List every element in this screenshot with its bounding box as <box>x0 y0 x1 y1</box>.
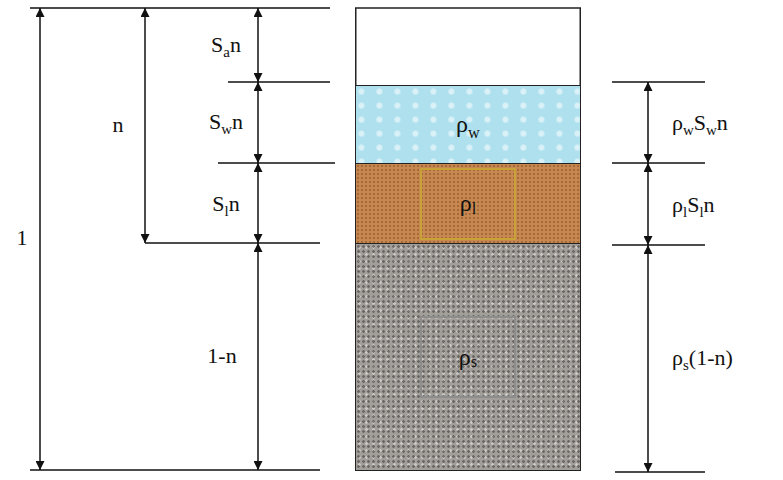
extension-line <box>30 7 330 9</box>
dimension-arrow <box>257 82 259 163</box>
air-phase <box>356 8 581 86</box>
extension-line <box>612 81 705 83</box>
dimension-arrow <box>257 8 259 82</box>
base-text: S <box>694 110 706 135</box>
subscript: a <box>223 44 230 60</box>
subscript: w <box>221 121 232 137</box>
base-text: S <box>212 191 224 216</box>
dimension-value: Sln <box>212 192 239 216</box>
mass-value: ρs(1-n) <box>672 346 733 370</box>
base-text: n <box>230 32 241 57</box>
dimension-value: Swn <box>209 110 243 134</box>
subscript: l <box>699 204 703 220</box>
solid-phase: ρs <box>355 243 581 471</box>
density-symbol: ρw <box>456 111 480 137</box>
subscript: w <box>706 122 717 138</box>
water-phase: ρw <box>355 85 581 164</box>
base-text: 1-n <box>207 343 236 368</box>
dimension-arrow <box>257 163 259 243</box>
base-text: n <box>229 191 240 216</box>
base-text: ρ <box>672 110 683 135</box>
extension-line <box>30 469 320 471</box>
mass-value: ρlSln <box>672 193 715 217</box>
subscript: w <box>468 123 480 142</box>
extension-line <box>228 81 330 83</box>
dimension-arrow <box>647 82 649 163</box>
subscript: s <box>683 357 689 373</box>
density-symbol: ρs <box>420 316 516 398</box>
dimension-lines <box>30 8 705 472</box>
base-text: ρ <box>672 192 683 217</box>
density-symbol: ρl <box>420 168 516 240</box>
base-text: ρ <box>672 345 683 370</box>
base-text: S <box>687 192 699 217</box>
extension-line <box>218 162 335 164</box>
dimension-arrow <box>647 163 649 245</box>
extension-line <box>612 162 705 164</box>
extension-line <box>612 244 705 246</box>
subscript: s <box>471 353 477 371</box>
dimension-value: n <box>113 113 124 137</box>
dimension-arrow <box>257 243 259 470</box>
dimension-value: 1 <box>17 226 28 250</box>
base-text: (1-n) <box>689 345 733 370</box>
liquid-phase: ρl <box>355 163 581 244</box>
extension-line <box>615 471 705 473</box>
extension-line <box>145 242 320 244</box>
base-text: n <box>232 109 243 134</box>
subscript: l <box>683 204 687 220</box>
base-text: S <box>211 32 223 57</box>
dimension-value: San <box>211 33 241 57</box>
base-text: n <box>113 112 124 137</box>
base-text: ρ <box>459 344 471 370</box>
base-text: ρ <box>460 190 472 216</box>
base-text: S <box>209 109 221 134</box>
subscript: w <box>683 122 694 138</box>
dimension-arrow <box>647 245 649 472</box>
base-text: n <box>704 192 715 217</box>
subscript: l <box>472 200 477 218</box>
dimension-value: 1-n <box>207 344 236 368</box>
base-text: n <box>717 110 728 135</box>
dimension-arrow <box>144 8 146 243</box>
mass-value: ρwSwn <box>672 111 728 135</box>
subscript: l <box>225 203 229 219</box>
dimension-arrow <box>39 8 41 470</box>
base-text: 1 <box>17 225 28 250</box>
base-text: ρ <box>456 111 468 137</box>
